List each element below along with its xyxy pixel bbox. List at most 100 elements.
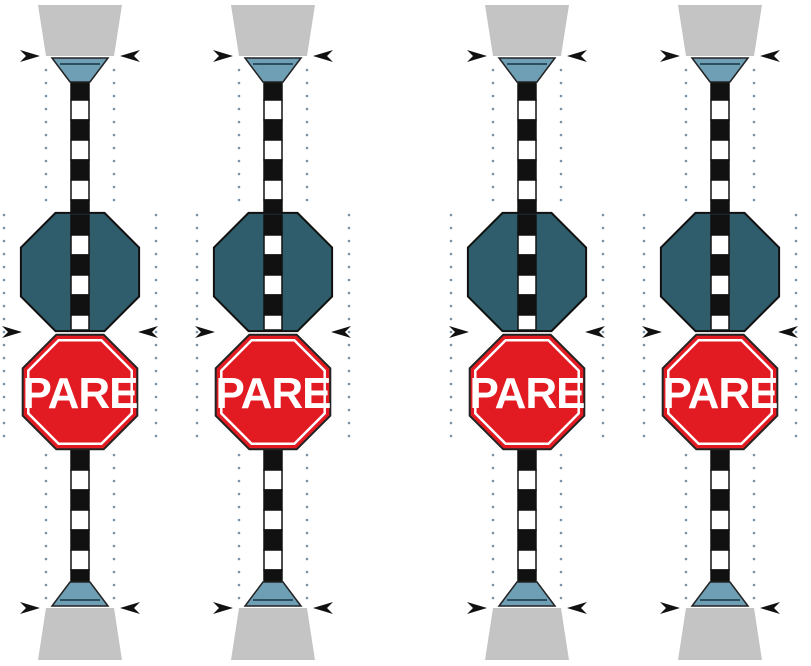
striped-pole-segment xyxy=(263,509,283,531)
dotted-guide-icon xyxy=(559,146,563,150)
alignment-arrow-icon xyxy=(467,50,487,62)
striped-pole-segment xyxy=(710,549,730,571)
striped-pole-segment xyxy=(263,529,283,551)
dotted-guide-icon xyxy=(44,596,48,600)
dotted-guide-icon xyxy=(491,198,495,202)
dotted-guide-icon xyxy=(752,492,756,496)
dotted-guide-icon xyxy=(237,479,241,483)
dotted-guide-icon xyxy=(44,466,48,470)
dotted-guide-icon xyxy=(195,434,199,438)
dotted-guide-icon xyxy=(112,466,116,470)
dotted-guide-icon xyxy=(44,81,48,85)
striped-pole-segment xyxy=(70,234,90,256)
striped-pole-segment xyxy=(517,449,537,471)
dotted-guide-icon xyxy=(752,596,756,600)
dotted-guide-icon xyxy=(154,395,158,399)
dotted-guide-icon xyxy=(752,583,756,587)
striped-pole-segment xyxy=(263,139,283,161)
dotted-guide-icon xyxy=(195,252,199,256)
stop-sign-icon xyxy=(468,333,586,451)
dotted-guide-icon xyxy=(347,317,351,321)
dotted-guide-icon xyxy=(684,531,688,535)
dotted-guide-icon xyxy=(237,133,241,137)
dotted-guide-icon xyxy=(44,68,48,72)
dotted-guide-icon xyxy=(44,492,48,496)
striped-pole-segment xyxy=(263,79,283,101)
dotted-guide-icon xyxy=(794,252,798,256)
dotted-guide-icon xyxy=(347,343,351,347)
dotted-guide-icon xyxy=(449,330,453,334)
dotted-guide-icon xyxy=(305,81,309,85)
striped-pole-segment xyxy=(70,79,90,101)
striped-pole-segment xyxy=(70,99,90,121)
dotted-guide-icon xyxy=(2,213,6,217)
dotted-guide-icon xyxy=(559,120,563,124)
dotted-guide-icon xyxy=(752,466,756,470)
dotted-guide-icon xyxy=(305,172,309,176)
alignment-arrow-icon xyxy=(567,602,587,614)
striped-pole-segment xyxy=(70,159,90,181)
dotted-guide-icon xyxy=(237,81,241,85)
dotted-guide-icon xyxy=(44,453,48,457)
dotted-guide-icon xyxy=(642,239,646,243)
dotted-guide-icon xyxy=(347,239,351,243)
funnel-icon xyxy=(50,57,110,83)
dotted-guide-icon xyxy=(2,369,6,373)
dotted-guide-icon xyxy=(305,120,309,124)
striped-pole-segment xyxy=(517,314,537,331)
dotted-guide-icon xyxy=(154,382,158,386)
dotted-guide-icon xyxy=(559,557,563,561)
dotted-guide-icon xyxy=(601,252,605,256)
dotted-guide-icon xyxy=(2,278,6,282)
base-block-icon xyxy=(231,608,315,660)
dotted-guide-icon xyxy=(449,395,453,399)
alignment-arrow-icon xyxy=(20,602,40,614)
dotted-guide-icon xyxy=(684,596,688,600)
funnel-icon xyxy=(243,581,303,607)
dotted-guide-icon xyxy=(347,278,351,282)
dotted-guide-icon xyxy=(449,356,453,360)
dotted-guide-icon xyxy=(559,492,563,496)
dotted-guide-icon xyxy=(601,213,605,217)
dotted-guide-icon xyxy=(449,421,453,425)
dotted-guide-icon xyxy=(794,213,798,217)
dotted-guide-icon xyxy=(752,120,756,124)
funnel-icon xyxy=(497,581,557,607)
striped-pole-segment xyxy=(710,449,730,471)
dotted-guide-icon xyxy=(347,382,351,386)
dotted-guide-icon xyxy=(195,330,199,334)
dotted-guide-icon xyxy=(642,369,646,373)
dotted-guide-icon xyxy=(112,453,116,457)
dotted-guide-icon xyxy=(347,304,351,308)
dotted-guide-icon xyxy=(195,408,199,412)
dotted-guide-icon xyxy=(2,330,6,334)
striped-pole-segment xyxy=(710,119,730,141)
dotted-guide-icon xyxy=(237,492,241,496)
dotted-guide-icon xyxy=(347,369,351,373)
dotted-guide-icon xyxy=(154,239,158,243)
base-block-icon xyxy=(485,608,569,660)
dotted-guide-icon xyxy=(684,146,688,150)
dotted-guide-icon xyxy=(684,492,688,496)
dotted-guide-icon xyxy=(491,518,495,522)
dotted-guide-icon xyxy=(449,265,453,269)
dotted-guide-icon xyxy=(154,317,158,321)
striped-pole-segment xyxy=(710,274,730,296)
funnel-icon xyxy=(690,581,750,607)
dotted-guide-icon xyxy=(347,434,351,438)
dotted-guide-icon xyxy=(112,68,116,72)
dotted-guide-icon xyxy=(2,343,6,347)
dotted-guide-icon xyxy=(237,531,241,535)
dotted-guide-icon xyxy=(112,557,116,561)
dotted-guide-icon xyxy=(237,185,241,189)
base-block-icon xyxy=(38,5,122,56)
dotted-guide-icon xyxy=(491,68,495,72)
dotted-guide-icon xyxy=(559,172,563,176)
dotted-guide-icon xyxy=(491,185,495,189)
dotted-guide-icon xyxy=(684,466,688,470)
dotted-guide-icon xyxy=(794,343,798,347)
stop-sign-border xyxy=(220,339,326,445)
striped-pole-segment xyxy=(517,139,537,161)
dotted-guide-icon xyxy=(154,252,158,256)
